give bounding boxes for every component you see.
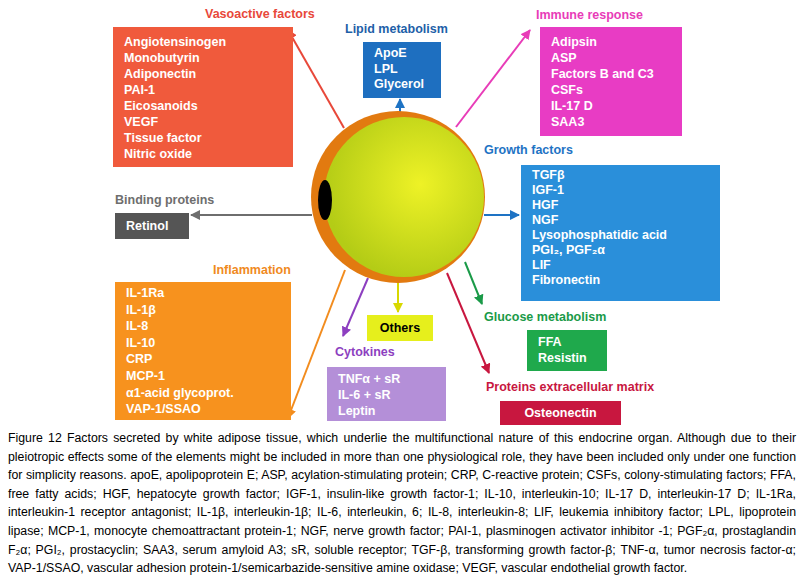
cell-nucleus — [318, 180, 332, 220]
factor-item: Glycerol — [374, 77, 441, 93]
secretion-arrow — [343, 278, 368, 336]
secretion-arrow — [465, 262, 482, 304]
category-box: InflammationIL-1RaIL-1βIL-8IL-10CRPMCP-1… — [115, 282, 291, 420]
secretion-arrow — [399, 99, 401, 112]
factor-item: Others — [367, 320, 433, 336]
secretion-arrow — [191, 214, 312, 216]
category-heading: Growth factors — [484, 143, 573, 157]
category-heading: Lipid metabolism — [345, 22, 448, 36]
category-box: Glucose metabolismFFAResistin — [527, 330, 607, 371]
factor-item: LPL — [374, 62, 441, 78]
factor-item: VEGF — [124, 114, 293, 130]
factor-item: IL-10 — [126, 335, 291, 352]
factor-item: LIF — [532, 258, 720, 273]
factor-item: TGFβ — [532, 168, 720, 183]
factor-item: Factors B and C3 — [551, 66, 682, 82]
factor-item: VAP-1/SSAO — [126, 401, 291, 418]
secretion-arrow — [447, 273, 489, 373]
factor-item: IL-6 + sR — [338, 387, 446, 403]
category-heading: Glucose metabolism — [484, 310, 606, 324]
secretion-arrow — [456, 30, 530, 127]
factor-item: Leptin — [338, 403, 446, 419]
factor-item: MCP-1 — [126, 368, 291, 385]
category-heading: Proteins extracellular matrix — [486, 380, 654, 394]
category-heading: Binding proteins — [115, 193, 214, 207]
factor-item: IL-17 D — [551, 98, 682, 114]
secretion-arrow — [288, 30, 344, 128]
factor-item: ApoE — [374, 46, 441, 62]
factor-item: PGI₂, PGF₂α — [532, 243, 720, 258]
category-box: Proteins extracellular matrixOsteonectin — [500, 401, 621, 425]
factor-item: SAA3 — [551, 114, 682, 130]
factor-item: Adiponectin — [124, 66, 293, 82]
factor-item: ASP — [551, 50, 682, 66]
category-box: Lipid metabolismApoELPLGlycerol — [363, 42, 441, 98]
secretion-arrow — [397, 283, 399, 312]
factor-item: Lysophosphatidic acid — [532, 228, 720, 243]
factor-item: α1-acid glycoprot. — [126, 385, 291, 402]
factor-item: TNFα + sR — [338, 371, 446, 387]
figure-caption: Figure 12 Factors secreted by white adip… — [8, 429, 796, 578]
factor-item: Tissue factor — [124, 130, 293, 146]
cell-membrane — [311, 111, 485, 283]
category-heading: Immune response — [536, 8, 643, 22]
category-box: Immune responseAdipsinASPFactors B and C… — [540, 27, 682, 136]
factor-item: CRP — [126, 351, 291, 368]
factor-item: Angiotensinogen — [124, 34, 293, 50]
factor-item: Retinol — [126, 218, 189, 234]
category-box: Binding proteinsRetinol — [115, 213, 189, 239]
factor-item: NGF — [532, 213, 720, 228]
factor-item: Osteonectin — [500, 405, 621, 421]
factor-item: Fibronectin — [532, 273, 720, 288]
secretion-arrow — [484, 214, 519, 216]
factor-item: IGF-1 — [532, 183, 720, 198]
factor-item: HGF — [532, 198, 720, 213]
factor-item: Nitric oxide — [124, 146, 293, 162]
factor-item: PAI-1 — [124, 82, 293, 98]
factor-item: IL-1Ra — [126, 285, 291, 302]
category-box: CytokinesTNFα + sRIL-6 + sRLeptin — [327, 367, 446, 421]
factor-item: Adipsin — [551, 34, 682, 50]
category-heading: Cytokines — [335, 345, 395, 359]
factor-item: Eicosanoids — [124, 98, 293, 114]
factor-item: IL-1β — [126, 302, 291, 319]
category-box: Vasoactive factorsAngiotensinogenMonobut… — [113, 27, 293, 167]
factor-item: CSFs — [551, 82, 682, 98]
category-box: Others — [367, 315, 433, 341]
factor-item: Monobutyrin — [124, 50, 293, 66]
category-heading: Vasoactive factors — [205, 7, 315, 21]
factor-item: IL-8 — [126, 318, 291, 335]
category-heading: Inflammation — [213, 263, 291, 277]
category-box: Growth factorsTGFβIGF-1HGFNGFLysophospha… — [521, 165, 720, 301]
factor-item: Resistin — [538, 351, 607, 367]
lipid-droplet — [324, 117, 484, 277]
factor-item: FFA — [538, 335, 607, 351]
